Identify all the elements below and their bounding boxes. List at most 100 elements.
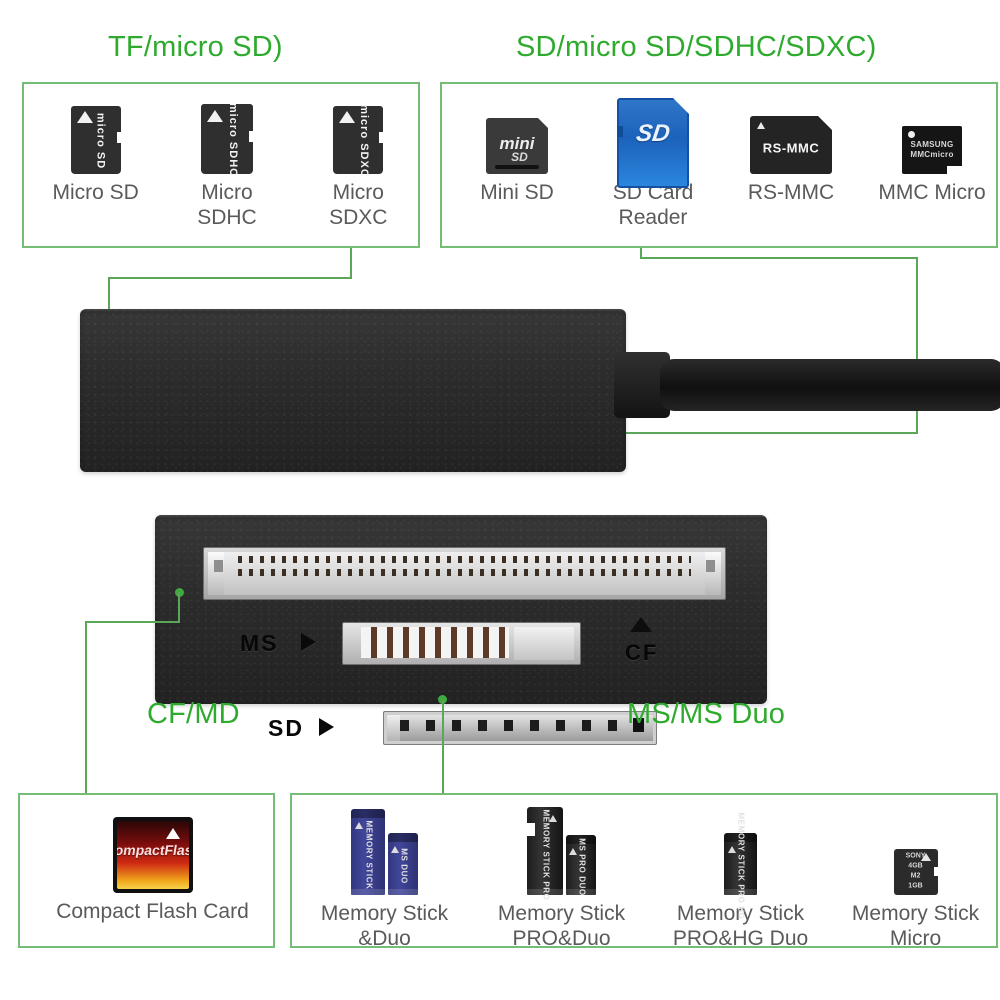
card-label: Micro SDHC — [197, 181, 257, 229]
slot-left-tab — [387, 715, 400, 741]
connector-cf-horizontal — [85, 621, 180, 623]
arrow-right-icon — [319, 718, 334, 736]
arrow-right-icon — [301, 633, 316, 651]
card-label: RS-MMC — [747, 181, 835, 204]
memorystick-micro-icon: SONY 4GB M2 1GB — [893, 849, 939, 895]
memorystick-duo-icon: MEMORY STICK — [351, 809, 385, 895]
card-foot — [724, 889, 757, 895]
group-caption-ms: MS/MS Duo — [627, 698, 786, 730]
memorystick-pro-icon: MEMORY STICK PRO — [526, 807, 563, 900]
connector-ms-vertical — [442, 700, 444, 794]
connector-dot-ms-slot — [438, 695, 447, 704]
slot-right-nub — [706, 560, 715, 572]
connector-tf-vertical-a — [350, 248, 352, 278]
sd-logo-mark: SD — [511, 150, 528, 165]
panel-cf-cards: CompactFlash Compact Flash Card — [18, 793, 275, 948]
microsd-face-text: micro SD — [94, 113, 107, 170]
card-corner-cut-icon — [538, 118, 548, 128]
card-reader-front-face: TF SD — [80, 309, 657, 745]
group-caption-sd: SD/micro SD/SDHC/SDXC) — [516, 31, 877, 63]
slot-right-block — [633, 718, 644, 732]
microsdxc-face-text: micro SDXC — [358, 104, 371, 179]
microsd-card-icon: micro SD — [70, 106, 122, 174]
card-label: Memory Stick Micro — [851, 902, 980, 950]
slot-right-tab — [703, 552, 721, 595]
slot-flat-area — [514, 627, 574, 660]
memorystick-micro-face-text: SONY 4GB M2 1GB — [905, 852, 926, 891]
card-item-memory-stick-micro: SONY 4GB M2 1GB Memory Stick Micro — [832, 807, 1000, 952]
connector-sd-vertical-a — [640, 248, 642, 258]
card-item-micro-sdxc: micro SDXC Micro SDXC — [297, 100, 419, 231]
connector-sd-horizontal-top — [640, 257, 918, 259]
slot-left-nub — [214, 560, 223, 572]
sd-card-icon: SD — [617, 98, 689, 188]
card-cap — [388, 833, 418, 842]
memorystick-duo-face-text: MS DUO — [399, 848, 409, 885]
card-label: Compact Flash Card — [56, 900, 249, 923]
connector-cf-vertical-b — [85, 621, 87, 794]
group-caption-tf: TF/micro SD) — [108, 31, 283, 63]
mmcmicro-face-text: SAMSUNG MMCmicro — [910, 140, 954, 159]
card-orientation-triangle-icon — [339, 111, 356, 124]
rsmmc-card-icon: RS-MMC — [750, 115, 833, 174]
memorystick-face-text: MEMORY STICK — [364, 820, 374, 890]
card-contact-bar — [494, 165, 540, 169]
compactflash-face-text: CompactFlash — [116, 842, 189, 859]
cf-card-slot[interactable] — [203, 547, 726, 600]
card-foot — [566, 889, 596, 895]
connector-sd-vertical-b — [916, 257, 918, 433]
card-cap — [724, 833, 757, 842]
mmcmicro-card-icon: SAMSUNG MMCmicro — [902, 126, 963, 175]
microsdhc-card-icon: micro SDHC — [200, 103, 254, 178]
memorystick-pro-duo-face-text: MS PRO DUO — [577, 838, 587, 897]
microsdhc-face-text: micro SDHC — [226, 103, 239, 178]
slot-contact-row-bottom — [238, 569, 691, 576]
card-item-mini-sd: mini SD Mini SD — [452, 98, 582, 206]
slot-contact-teeth — [400, 720, 634, 731]
card-orientation-triangle-icon — [165, 827, 180, 839]
panel-sd-cards: mini SD Mini SD SD SD Card Reader — [440, 82, 998, 248]
card-orientation-triangle-icon — [757, 121, 766, 129]
ms-card-slot[interactable] — [342, 622, 581, 665]
compactflash-card-icon: CompactFlash — [112, 817, 193, 893]
card-label: Mini SD — [480, 181, 554, 204]
card-label: Memory Stick &Duo — [320, 902, 449, 950]
panel-tf-cards: micro SD Micro SD micro SDHC Micro SDHC — [22, 82, 420, 248]
connector-sd-horizontal-bottom — [583, 432, 918, 434]
device-edge-highlight — [80, 309, 626, 312]
sd-card-slot[interactable] — [383, 711, 657, 745]
slot-contact-row-top — [238, 556, 691, 563]
card-foot — [351, 889, 385, 895]
card-orientation-triangle-icon — [569, 848, 578, 855]
card-orientation-triangle-icon — [391, 846, 400, 853]
memorystick-prohg-face-text: MEMORY STICK PRO HG — [736, 812, 746, 920]
slot-label-ms: MS — [240, 630, 279, 656]
group-caption-cf: CF/MD — [147, 698, 240, 730]
memorystick-pro-duo-icon: MS PRO DUO — [566, 835, 596, 897]
usb-cable — [660, 359, 1000, 411]
slot-contact-teeth — [361, 627, 509, 658]
sd-face-text: SD — [634, 120, 672, 148]
card-orientation-triangle-icon — [354, 822, 363, 829]
slot-label-cf: CF — [625, 640, 659, 665]
card-item-memory-stick-pro-hg-duo: MEMORY STICK PRO HG Memory Stick PRO&HG … — [651, 807, 831, 952]
slot-label-sd: SD — [268, 715, 304, 741]
card-orientation-triangle-icon — [549, 815, 558, 822]
card-foot — [388, 889, 418, 895]
rsmmc-face-text: RS-MMC — [762, 140, 820, 156]
connector-tf-vertical-b — [108, 277, 110, 340]
card-item-micro-sd: micro SD Micro SD — [35, 100, 157, 206]
card-dot-mark-icon — [908, 130, 915, 138]
connector-tf-horizontal — [108, 277, 352, 279]
card-corner-cut-icon — [817, 115, 833, 131]
card-item-memory-stick-pro-duo: MEMORY STICK PRO MS PRO DUO Memory Stick… — [474, 807, 650, 952]
card-item-compact-flash: CompactFlash Compact Flash Card — [33, 813, 273, 925]
card-label: Memory Stick PRO&Duo — [497, 902, 626, 950]
card-corner-step-icon — [947, 166, 963, 175]
panel-ms-cards: MEMORY STICK MS DUO Memory Stick &Duo — [290, 793, 998, 950]
card-item-rs-mmc: RS-MMC RS-MMC — [724, 98, 858, 206]
card-item-sd-card-reader: SD SD Card Reader — [586, 98, 720, 231]
card-face: CompactFlash — [116, 821, 189, 889]
device-edge-highlight — [155, 515, 767, 518]
